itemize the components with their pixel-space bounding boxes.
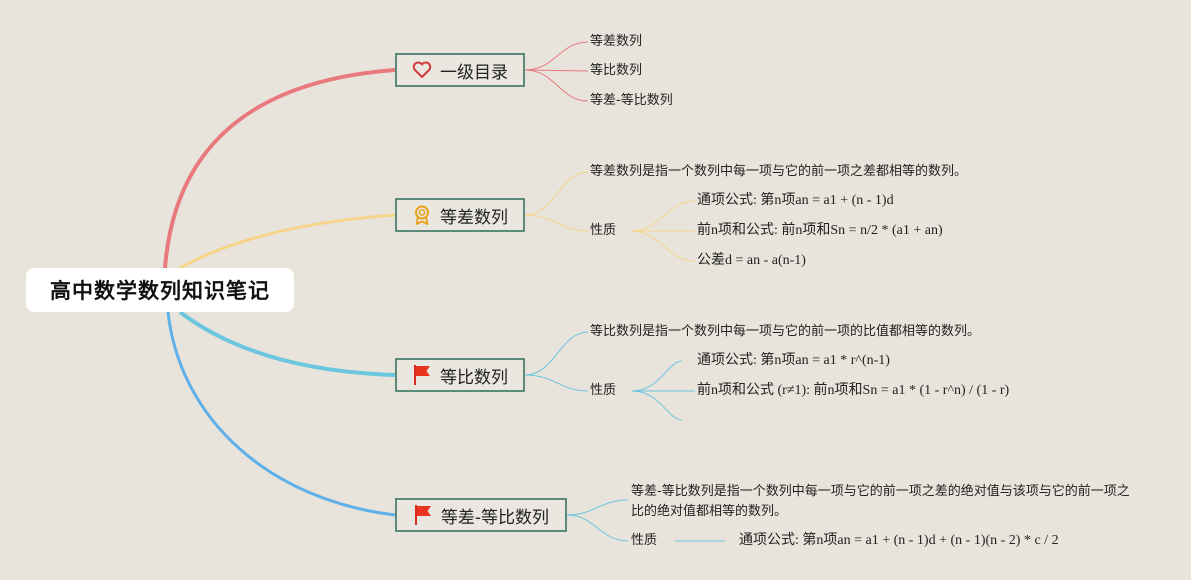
property-label[interactable]: 性质 <box>590 383 617 398</box>
branch-arithmetic-sequence[interactable]: 等差数列 <box>395 198 525 232</box>
root-node[interactable]: 高中数学数列知识笔记 <box>26 268 294 312</box>
edge-root-b1 <box>163 68 396 269</box>
list-item[interactable]: 等差-等比数列 <box>590 93 673 108</box>
branch-label: 等差数列 <box>440 207 508 228</box>
branch-label: 等差-等比数列 <box>440 507 550 528</box>
branch-table-of-contents[interactable]: 一级目录 <box>395 53 525 87</box>
branch-geometric-sequence[interactable]: 等比数列 <box>395 358 525 392</box>
branch-label: 等比数列 <box>440 367 508 388</box>
property-formula[interactable]: 前n项和公式: 前n项和Sn = n/2 * (a1 + an) <box>697 223 943 238</box>
property-formula[interactable]: 前n项和公式 (r≠1): 前n项和Sn = a1 * (1 - r^n) / … <box>697 383 1010 398</box>
root-title: 高中数学数列知识笔记 <box>50 279 270 303</box>
medal-icon <box>412 205 432 225</box>
heart-icon <box>412 60 432 80</box>
property-label[interactable]: 性质 <box>590 223 617 238</box>
edge-root-b2 <box>179 213 396 270</box>
definition-text[interactable]: 等差数列是指一个数列中每一项与它的前一项之差都相等的数列。 <box>590 164 968 179</box>
definition-text[interactable]: 等差-等比数列是指一个数列中每一项与它的前一项之差的绝对值与该项与它的前一项之比… <box>631 484 1130 519</box>
branch-label: 一级目录 <box>440 62 508 83</box>
property-formula[interactable]: 通项公式: 第n项an = a1 * r^(n-1) <box>697 353 890 368</box>
list-item[interactable]: 等比数列 <box>590 63 643 78</box>
edge-root-b4 <box>166 311 396 517</box>
flag-icon <box>413 505 433 525</box>
property-formula[interactable]: 通项公式: 第n项an = a1 + (n - 1)d + (n - 1)(n … <box>739 533 1059 548</box>
definition-text[interactable]: 等比数列是指一个数列中每一项与它的前一项的比值都相等的数列。 <box>590 324 981 339</box>
edge-root-b3 <box>178 310 396 377</box>
flag-icon <box>412 365 432 385</box>
property-label[interactable]: 性质 <box>631 533 658 548</box>
property-formula[interactable]: 通项公式: 第n项an = a1 + (n - 1)d <box>697 193 894 208</box>
list-item[interactable]: 等差数列 <box>590 34 643 49</box>
branch-arith-geo-sequence[interactable]: 等差-等比数列 <box>395 498 567 532</box>
property-formula[interactable]: 公差d = an - a(n-1) <box>697 253 806 268</box>
